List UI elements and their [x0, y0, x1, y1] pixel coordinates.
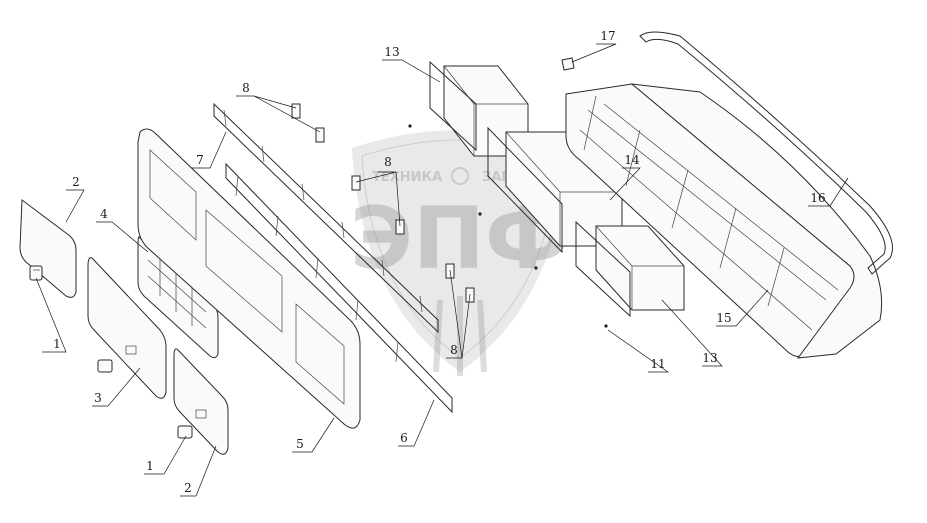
part-cover-panel-large [87, 257, 167, 399]
part-clip-upper [29, 265, 43, 281]
callout-label-11: 11 [650, 357, 665, 371]
callout-label-13-lower: 13 [702, 351, 717, 365]
callout-label-5: 5 [296, 437, 304, 451]
part-rivets [408, 124, 608, 328]
callout-label-8: 8 [242, 81, 250, 95]
part-clip-lower [177, 425, 193, 439]
callout-label-13: 13 [384, 45, 399, 59]
callout-label-3: 3 [94, 391, 102, 405]
callout-label-2: 2 [72, 175, 80, 189]
callout-label-7: 7 [196, 153, 204, 167]
callout-label-2-lower: 2 [184, 481, 192, 495]
part-clip-middle [97, 359, 113, 373]
part-cover-panel-upper [19, 199, 77, 298]
callout-label-1: 1 [53, 337, 61, 351]
callouts: 2 4 1 3 1 2 5 6 7 8 8 8 11 [35, 29, 849, 497]
part-clip-top [561, 57, 575, 71]
part-lower-bracket-bar [225, 162, 453, 414]
callout-label-6: 6 [400, 431, 408, 445]
part-duct-box-lower [575, 220, 685, 318]
part-outer-shroud [630, 31, 893, 359]
callout-label-8-lower: 8 [450, 343, 458, 357]
watermark-gear-icon [451, 167, 469, 185]
callout-label-15: 15 [716, 311, 731, 325]
part-grille-frame [137, 236, 219, 359]
part-upper-bracket-bar [213, 102, 439, 334]
callout-label-14: 14 [624, 153, 640, 167]
callout-label-8-middle: 8 [384, 155, 392, 169]
part-main-bezel [137, 128, 361, 429]
callout-label-17: 17 [600, 29, 615, 43]
part-cover-panel-lower [173, 348, 229, 455]
callout-label-4: 4 [100, 207, 108, 221]
callout-label-16: 16 [810, 191, 825, 205]
callout-label-1-lower: 1 [146, 459, 154, 473]
